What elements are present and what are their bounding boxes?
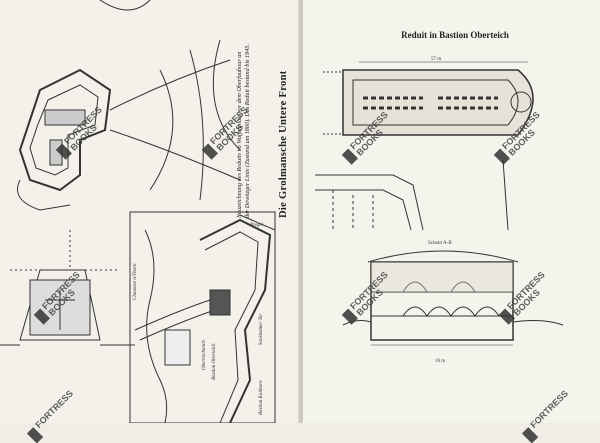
- map-label: Sackheimer Tor: [259, 314, 264, 345]
- plan-dimension: 57 m: [431, 57, 441, 62]
- section-drawing: [0, 230, 135, 346]
- map-label: Bastion Oberteich: [212, 343, 217, 380]
- right-page: Reduit in Bastion Oberteich 57 m Schnitt…: [303, 0, 600, 423]
- map-label: Bastion Kalthorn: [259, 380, 264, 415]
- left-page: Chaussee n/Thorn Oberteichteich Bastion …: [0, 0, 300, 423]
- section-dimension: 16 m: [435, 359, 445, 364]
- section-label: Schnitt A-B: [428, 241, 452, 246]
- page-title: Reduit in Bastion Oberteich: [401, 30, 509, 40]
- page-title: Die Grolmansche Untere Front: [278, 70, 289, 218]
- book-gutter: [298, 0, 305, 423]
- cross-section-drawing: Schnitt A-B 16 m: [342, 241, 564, 364]
- map-label: Oberteichteich: [202, 340, 207, 370]
- fortress-plan-drawing: [17, 0, 241, 211]
- floor-plan-drawing: 57 m: [323, 57, 534, 136]
- map-labels: Chaussee n/Thorn Oberteichteich Bastion …: [133, 223, 264, 415]
- left-page-drawings: Chaussee n/Thorn Oberteichteich Bastion …: [0, 0, 276, 423]
- wall-section-drawing: [315, 159, 509, 231]
- map-label: Chaussee n/Thorn: [133, 263, 138, 300]
- city-map-drawing: [129, 211, 276, 423]
- map-label: Pregel: [249, 223, 264, 228]
- right-page-drawings: 57 m Schnitt A-B 16 m: [315, 57, 564, 364]
